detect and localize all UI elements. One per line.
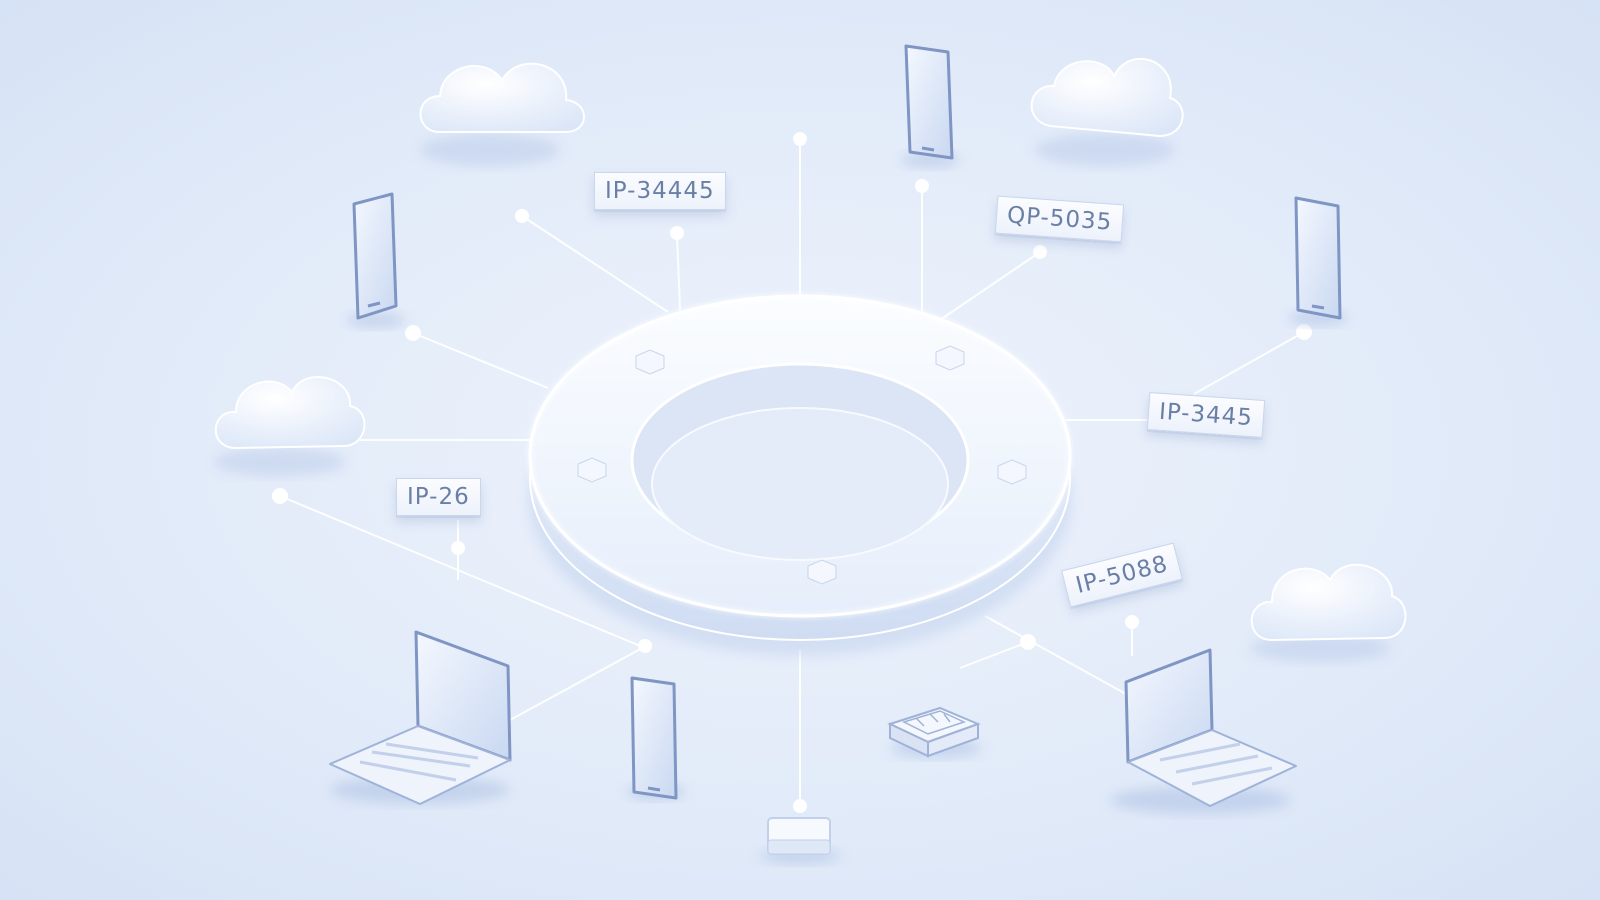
laptop-icon <box>329 630 512 805</box>
cloud-icon <box>1250 563 1407 662</box>
smartphone-icon <box>900 44 960 168</box>
node-dot <box>1296 324 1312 340</box>
ring-port <box>807 559 837 585</box>
cloud-icon <box>419 62 585 166</box>
ring-port <box>935 345 965 371</box>
network-box-icon <box>887 706 982 758</box>
cloud-icon <box>1030 58 1184 166</box>
label-ip-3445: IP-3445 <box>1146 392 1266 438</box>
ring-port <box>997 459 1027 485</box>
node-dot <box>1125 615 1139 629</box>
node-dot <box>670 226 684 240</box>
laptop-icon <box>1110 648 1297 814</box>
label-ip-34445: IP-34445 <box>594 172 726 210</box>
link-phone-right <box>1193 331 1305 395</box>
ring-port <box>635 349 665 375</box>
node-dot <box>272 488 288 504</box>
link-box-bottom <box>959 641 1029 669</box>
node-dot <box>405 325 421 341</box>
link-qp5035 <box>939 251 1041 321</box>
link-laptop-right <box>984 615 1127 695</box>
ring-hub <box>527 293 1073 656</box>
node-dot <box>515 209 529 223</box>
link-ip34445 <box>676 233 681 311</box>
cloud-icon <box>214 376 366 476</box>
router-icon <box>760 817 840 864</box>
smartphone-icon <box>626 676 686 800</box>
link-phone-left <box>412 332 549 389</box>
smartphone-icon <box>346 192 406 328</box>
ring-port <box>577 457 607 483</box>
link-left-far <box>279 495 651 651</box>
label-ip-26: IP-26 <box>396 478 481 516</box>
node-dot <box>451 541 465 555</box>
node-dot <box>1020 634 1036 650</box>
node-dot <box>1033 245 1047 259</box>
node-dot <box>915 179 929 193</box>
link-laptop-left <box>509 645 647 721</box>
node-dot <box>793 132 807 146</box>
link-upper-left <box>521 215 669 313</box>
node-dot <box>638 639 652 653</box>
connection-lines <box>279 140 1305 808</box>
smartphone-icon <box>1288 196 1348 326</box>
node-dot <box>793 799 807 813</box>
